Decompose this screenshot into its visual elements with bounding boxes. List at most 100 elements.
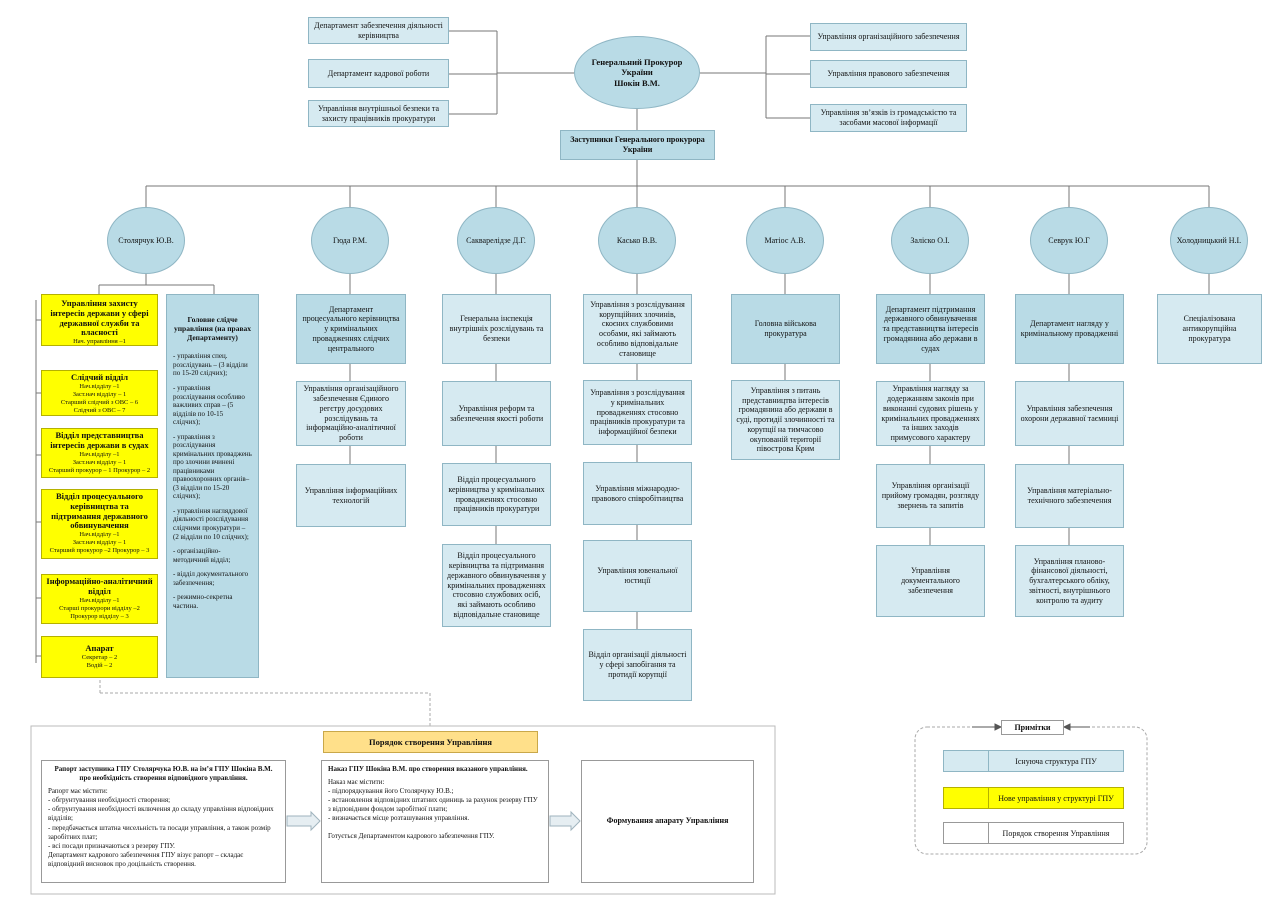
unit-label: Головна військова прокуратура xyxy=(754,319,817,338)
unit-label: Управління з розслідування у кримінальни… xyxy=(590,388,685,437)
new-unit-box: Слідчий відділ Нач.відділу –1 Заст.нач в… xyxy=(41,370,158,416)
unit-box: Управління організації прийому громадян,… xyxy=(876,464,985,528)
main-investigation-item: - організаційно-методичний відділ; xyxy=(173,547,231,564)
general-prosecutor-node: Генеральний Прокурор України Шокін В.М. xyxy=(574,36,700,109)
new-unit-box: Інформаційно-аналітичний відділ Нач.відд… xyxy=(41,574,158,624)
legend-label-procedure: Порядок створення Управління xyxy=(988,822,1124,844)
order-line: - підпорядкування його Столярчуку Ю.В.; xyxy=(328,787,454,796)
unit-box: Управління інформаційних технологій xyxy=(296,464,406,527)
order-line: Готується Департаментом кадрового забезп… xyxy=(328,831,495,840)
new-unit-staff: Нач.відділу –1 xyxy=(79,450,120,458)
deputy-node: Матіос А.В. xyxy=(746,207,824,274)
new-unit-staff: Старший слідчий з ОВС – 6 xyxy=(60,399,139,407)
unit-box: Департамент підтримання державного обвин… xyxy=(876,294,985,364)
legend-label-new: Нове управління у структурі ГПУ xyxy=(988,787,1124,809)
new-unit-staff: Прокурор відділу – 3 xyxy=(70,612,129,620)
dept-personnel: Департамент кадрової роботи xyxy=(308,59,449,88)
unit-label: Управління забезпечення охорони державно… xyxy=(1020,403,1119,423)
new-unit-staff: Нач.відділу –1 xyxy=(79,382,120,390)
deputy-name: Касько В.В. xyxy=(616,236,658,245)
dept-label: Департамент забезпечення діяльності кері… xyxy=(314,20,443,40)
dept-label: Управління внутрішньої безпеки та захист… xyxy=(317,103,440,123)
procedure-title: Порядок створення Управління xyxy=(323,731,538,753)
main-investigation-title: Головне слідче управління (на правах Деп… xyxy=(173,315,252,343)
new-unit-title: Інформаційно-аналітичний відділ xyxy=(46,576,153,596)
legend-item-text: Порядок створення Управління xyxy=(1002,828,1110,838)
unit-label: Управління ювенальної юстиції xyxy=(597,566,678,585)
deputy-name: Столярчук Ю.В. xyxy=(118,236,174,245)
unit-box: Відділ організації діяльності у сфері за… xyxy=(583,629,692,701)
new-unit-staff: Секретар – 2 xyxy=(81,653,118,661)
legend-title: Примітки xyxy=(1001,720,1064,735)
report-heading: Рапорт заступника ГПУ Столярчука Ю.В. на… xyxy=(54,765,273,783)
unit-label: Управління з питань представництва інтер… xyxy=(736,385,835,454)
report-line: Департамент кадрового забезпечення ГПУ в… xyxy=(48,850,244,868)
unit-label: Відділ організації діяльності у сфері за… xyxy=(588,650,687,679)
report-line: - обгрунтування необхідності включення д… xyxy=(48,805,274,823)
deputy-node: Столярчук Ю.В. xyxy=(107,207,185,274)
report-line: - обгрунтування необхідності створення; xyxy=(48,796,171,805)
new-unit-box: Відділ процесуального керівництва та під… xyxy=(41,489,158,559)
new-unit-staff: Нач.відділу –1 xyxy=(79,596,120,604)
deputy-name: Холодницький Н.І. xyxy=(1176,236,1242,245)
unit-box: Управління нагляду за додержанням законі… xyxy=(876,381,985,446)
report-line: - передбачається штатна чисельність та п… xyxy=(48,823,271,841)
new-unit-title: Відділ процесуального керівництва та під… xyxy=(51,491,148,531)
unit-box: Відділ процесуального керівництва та під… xyxy=(442,544,551,627)
unit-label: Управління планово-фінансової діяльності… xyxy=(1028,556,1111,605)
order-box: Наказ ГПУ Шокіна В.М. про створення вказ… xyxy=(321,760,549,883)
unit-label: Управління міжнародно-правового співробі… xyxy=(591,483,684,503)
unit-box: Управління реформ та забезпечення якості… xyxy=(442,381,551,446)
unit-label: Департамент підтримання державного обвин… xyxy=(882,304,979,353)
new-unit-staff: Нач.відділу –1 xyxy=(79,531,120,539)
new-unit-box: Апарат Секретар – 2 Водій – 2 xyxy=(41,636,158,678)
unit-label: Департамент нагляду у кримінальному пров… xyxy=(1020,319,1119,338)
order-line: - визначається місце розташування управл… xyxy=(328,814,470,823)
new-unit-staff: Нач. управління –1 xyxy=(73,338,126,346)
deputy-node: Заліско О.І. xyxy=(891,207,969,274)
unit-box: Департамент нагляду у кримінальному пров… xyxy=(1015,294,1124,364)
unit-box: Управління з питань представництва інтер… xyxy=(731,380,840,460)
unit-box: Спеціалізована антикорупційна прокуратур… xyxy=(1157,294,1262,364)
unit-label: Управління організації прийому громадян,… xyxy=(881,481,980,510)
unit-box: Управління з розслідування у кримінальни… xyxy=(583,380,692,445)
dept-label: Управління правового забезпечення xyxy=(827,69,950,79)
deputy-node: Гюда Р.М. xyxy=(311,207,389,274)
main-investigation-item: - управління нагляддової діяльності розс… xyxy=(173,506,249,541)
new-unit-title: Слідчий відділ xyxy=(71,372,128,382)
deputies-header-label: Заступники Генерального прокурора Україн… xyxy=(570,135,705,154)
deputy-node: Касько В.В. xyxy=(598,207,676,274)
new-unit-staff: Водій – 2 xyxy=(86,661,113,669)
deputies-header: Заступники Генерального прокурора Україн… xyxy=(560,130,715,160)
deputy-name: Севрук Ю.Г xyxy=(1048,236,1090,245)
unit-label: Відділ процесуального керівництва та під… xyxy=(447,551,546,619)
procedure-title-label: Порядок створення Управління xyxy=(369,737,492,747)
unit-box: Департамент процесуального керівництва у… xyxy=(296,294,406,364)
main-investigation-dept: Головне слідче управління (на правах Деп… xyxy=(166,294,259,678)
dept-label: Департамент кадрової роботи xyxy=(327,68,430,78)
report-line: - всі посади призначаються з резерву ГПУ… xyxy=(48,841,175,850)
unit-label: Управління матеріально-технічного забезп… xyxy=(1027,486,1112,505)
unit-label: Управління нагляду за додержанням законі… xyxy=(881,384,980,442)
dept-public-relations: Управління зв’язків із громадськістю та … xyxy=(810,104,967,132)
unit-box: Управління документального забезпечення xyxy=(876,545,985,617)
order-spacer xyxy=(328,824,542,832)
report-line: Рапорт має містити: xyxy=(48,787,108,796)
main-investigation-item: - управління спец. розслідувань – (3 від… xyxy=(173,352,248,378)
general-name: Шокін В.М. xyxy=(614,77,660,88)
new-unit-title: Управління захисту інтересів держави у с… xyxy=(50,298,149,338)
order-line: - встановлення відповідних штатних одини… xyxy=(328,796,538,814)
new-unit-staff: Заст.нач відділу – 1 xyxy=(72,539,127,547)
unit-label: Управління організаційного забезпечення … xyxy=(303,384,399,442)
main-investigation-item: - управління з розслідування кримінальни… xyxy=(173,432,252,501)
unit-label: Управління з розслідування корупційних з… xyxy=(590,299,685,358)
unit-box: Відділ процесуального керівництва у крим… xyxy=(442,463,551,526)
order-heading: Наказ ГПУ Шокіна В.М. про створення вказ… xyxy=(328,765,528,773)
main-investigation-item: - управління розслідування особливо важл… xyxy=(173,384,245,427)
unit-label: Управління реформ та забезпечення якості… xyxy=(449,403,544,423)
deputy-name: Гюда Р.М. xyxy=(333,236,367,245)
unit-box: Управління матеріально-технічного забезп… xyxy=(1015,464,1124,528)
dept-label: Управління організаційного забезпечення xyxy=(817,32,960,42)
new-unit-box: Управління захисту інтересів держави у с… xyxy=(41,294,158,346)
unit-box: Управління планово-фінансової діяльності… xyxy=(1015,545,1124,617)
